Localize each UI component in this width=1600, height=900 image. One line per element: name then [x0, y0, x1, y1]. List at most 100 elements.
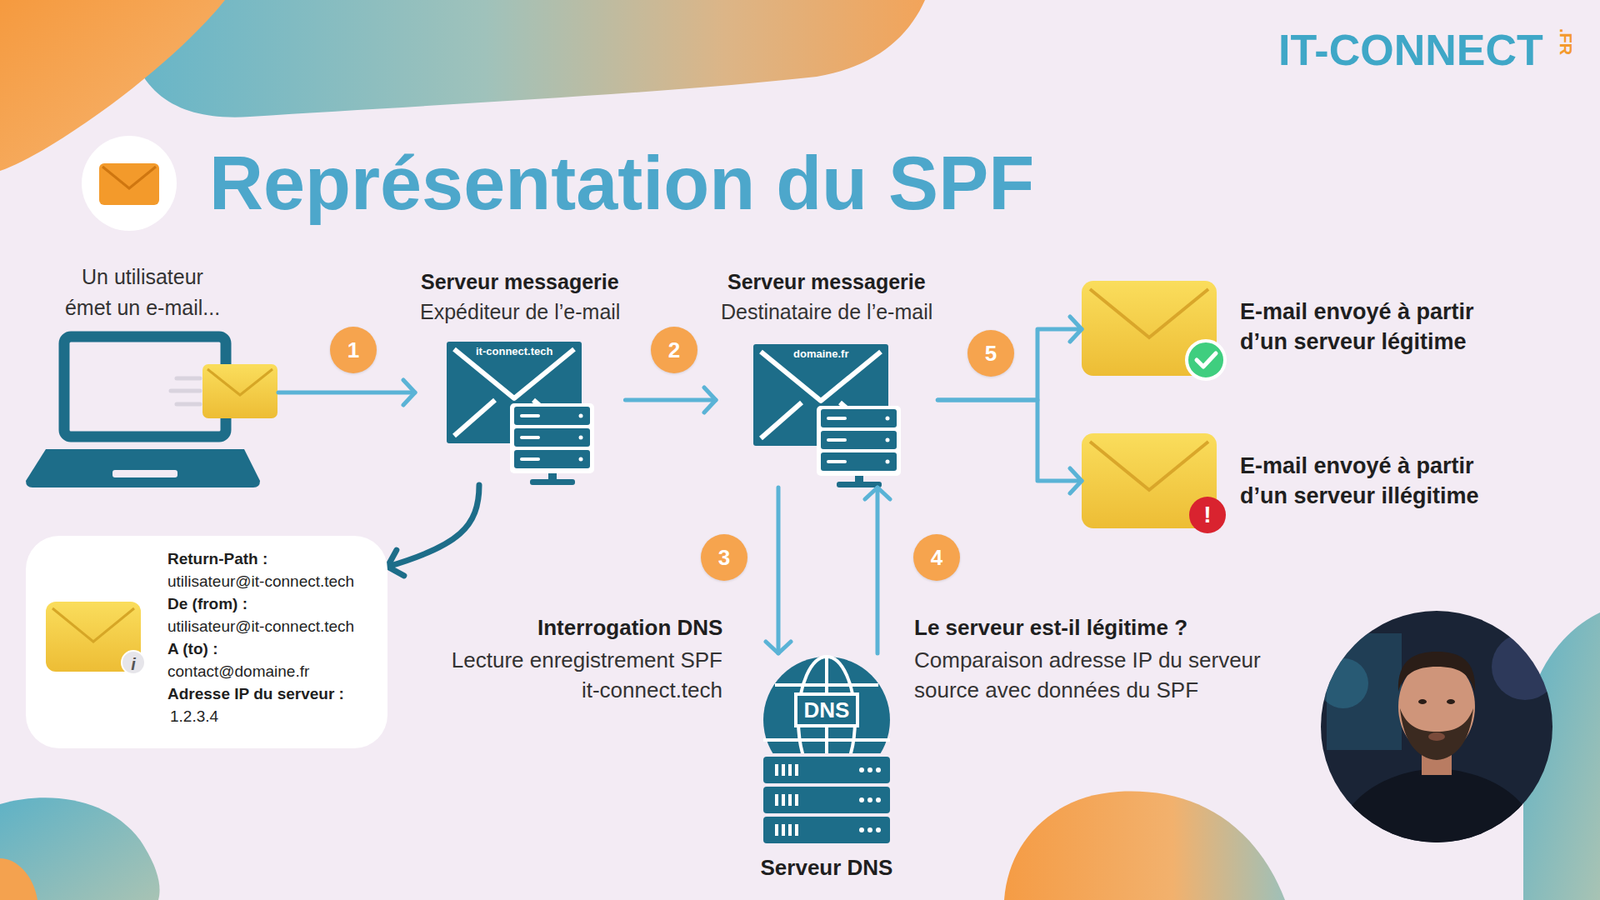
flow-arrow	[776, 487, 781, 654]
dns-server-icon	[763, 656, 890, 844]
node-heading: Serveur messagerie	[727, 268, 926, 295]
webcam-portrait	[1318, 610, 1559, 843]
user-laptop: Un utilisateur émet un e-mail...	[25, 256, 279, 488]
dns-server-icon	[867, 767, 873, 773]
step-heading: Interrogation DNS	[537, 614, 723, 641]
laptop-icon	[64, 336, 226, 437]
laptop-icon	[25, 449, 260, 488]
dns-server-icon	[763, 656, 890, 754]
header-field: A (to) :	[167, 639, 219, 660]
webcam-portrait	[1428, 732, 1445, 741]
node-heading: Serveur DNS	[760, 855, 894, 880]
step-heading: Le serveur est-il légitime ?	[914, 614, 1188, 641]
webcam-portrait	[1418, 699, 1427, 705]
corner-blobs	[0, 858, 38, 900]
header-value: 1.2.3.4	[170, 706, 219, 727]
email-header-card: iReturn-Path :utilisateur@it-connect.tec…	[25, 535, 388, 749]
dns-server-icon	[776, 764, 797, 836]
dns-badge: DNS	[794, 692, 860, 728]
legit-mail-icon	[1081, 280, 1225, 380]
result-text: E-mail envoyé à partir d’un serveur illé…	[1240, 450, 1507, 511]
flow-arrow	[625, 398, 716, 403]
diagram-title: Représentation du SPF	[209, 145, 1035, 221]
alert-badge: !	[1189, 496, 1226, 534]
legit-mail-icon	[1090, 289, 1209, 338]
dns-server: DNS Serveur DNS	[755, 653, 899, 885]
webcam-portrait	[1491, 633, 1559, 700]
flow-arrow	[278, 390, 415, 395]
dns-server-icon	[763, 738, 890, 742]
callout-number: 4	[913, 534, 960, 581]
step-note: Comparaison adresse IP du serveur source…	[914, 645, 1281, 705]
header-field: Return-Path :	[167, 549, 268, 570]
legit-mail-result: E-mail envoyé à partir d’un serveur légi…	[1081, 280, 1512, 379]
dns-server-icon	[775, 683, 879, 687]
flow-arrow	[937, 400, 1082, 481]
dns-server-icon	[875, 767, 881, 773]
laptop-icon	[202, 364, 278, 419]
sender-server-icon	[446, 341, 595, 485]
webcam-portrait	[1446, 699, 1455, 705]
node-subheading: Destinataire de l’e-mail	[720, 298, 933, 325]
corner-blobs	[0, 797, 160, 900]
laptop-icon	[25, 336, 278, 488]
dns-server-icon	[875, 827, 881, 833]
corner-blobs	[1004, 791, 1285, 900]
node-subheading: Expéditeur de l’e-mail	[420, 298, 620, 325]
callout-number: 3	[700, 534, 748, 581]
illegit-mail-icon	[1090, 441, 1209, 490]
legit-mail-icon	[1081, 280, 1217, 376]
result-text: E-mail envoyé à partir d’un serveur légi…	[1240, 296, 1507, 357]
brand-suffix: .FR	[1556, 28, 1575, 55]
info-badge: i	[120, 650, 146, 675]
server-domain: it-connect.tech	[473, 345, 555, 359]
callout-number: 5	[967, 330, 1015, 377]
flow-arrow	[937, 329, 1082, 400]
header-value: utilisateur@it-connect.tech	[167, 571, 355, 592]
title-icon	[81, 135, 177, 231]
dns-server-icon	[763, 656, 890, 754]
node-heading: Serveur messagerie	[420, 268, 620, 295]
laptop-icon	[207, 369, 273, 395]
title-icon	[81, 135, 177, 231]
laptop-icon	[112, 470, 178, 478]
laptop-icon	[170, 378, 200, 405]
brand-logo: IT-CONNECT	[1278, 25, 1544, 75]
webcam-portrait	[1398, 651, 1475, 692]
sender-mail-server: Serveur messagerieExpéditeur de l’e-mail…	[415, 263, 625, 485]
step-note: Lecture enregistrement SPF it-connect.te…	[443, 645, 723, 705]
title-icon	[102, 166, 156, 189]
node-caption: Un utilisateur émet un e-mail...	[61, 261, 225, 324]
illegit-mail-result: ! E-mail envoyé à partir d’un serveur ill…	[1081, 433, 1512, 539]
webcam-portrait	[1318, 658, 1369, 709]
flow-arrow	[875, 487, 880, 654]
recipient-server-icon	[753, 344, 901, 488]
callout-number: 1	[330, 326, 377, 374]
webcam-portrait	[1333, 768, 1542, 843]
dns-server-icon	[859, 797, 865, 803]
legit-mail-icon	[1196, 353, 1216, 367]
legit-mail-icon	[1186, 340, 1225, 380]
dns-server-icon	[867, 827, 873, 833]
curved-arrow	[387, 485, 480, 567]
dns-server-icon	[875, 797, 881, 803]
header-field: Adresse IP du serveur :	[167, 684, 345, 705]
title-icon	[99, 163, 160, 205]
server-domain: domaine.fr	[790, 347, 851, 361]
dns-server-icon	[859, 767, 865, 773]
header-value: utilisateur@it-connect.tech	[167, 616, 355, 637]
webcam-portrait	[1400, 708, 1474, 760]
recipient-mail-server: Serveur messagerieDestinataire de l’e-ma…	[715, 263, 938, 488]
dns-server-icon	[859, 827, 865, 833]
header-field: De (from) :	[167, 594, 248, 615]
card-mail-icon	[52, 608, 135, 642]
callout-number: 2	[650, 326, 698, 374]
corner-blobs	[125, 0, 925, 118]
header-value: contact@domaine.fr	[167, 661, 310, 682]
dns-server-icon	[867, 797, 873, 803]
